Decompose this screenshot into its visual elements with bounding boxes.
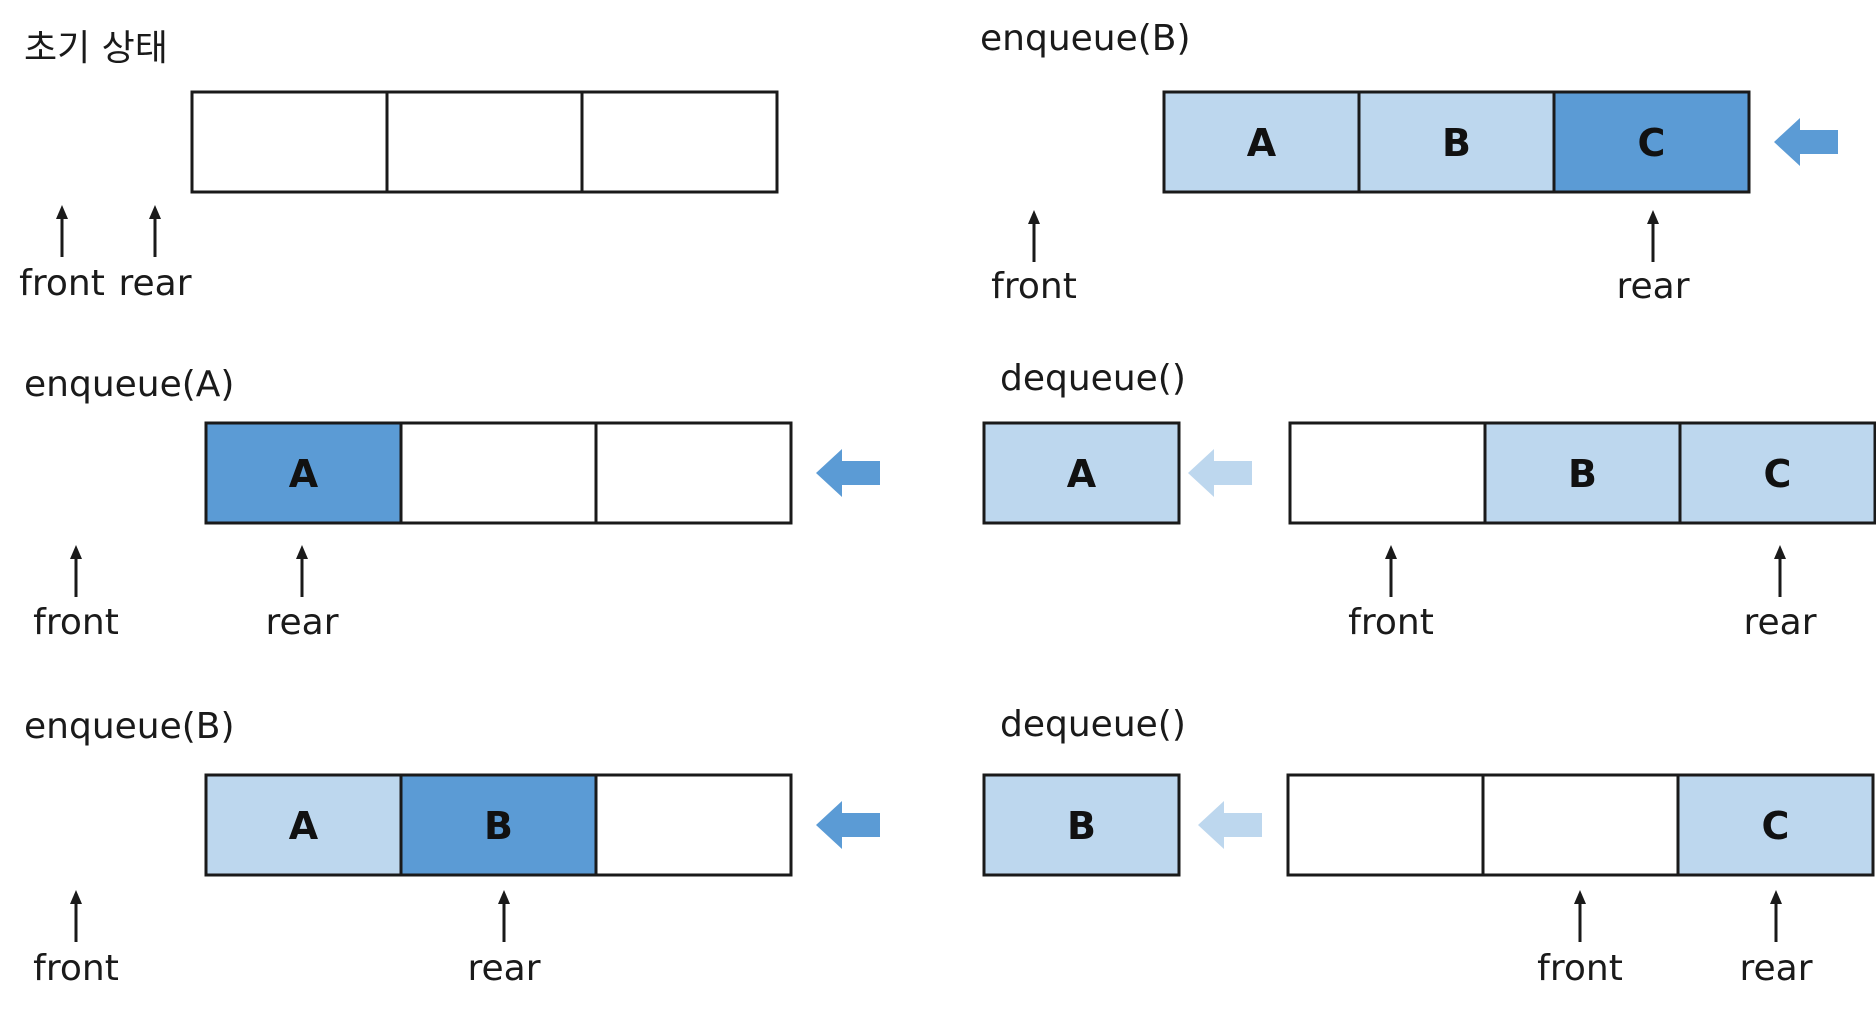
panel-initial-title: 초기 상태 xyxy=(24,28,168,69)
panel-enqueue-a-pointer-front-arrowhead xyxy=(70,545,82,559)
panel-dequeue-2-queue-cell-1 xyxy=(1481,773,1680,877)
panel-dequeue-2-queue-cell-2 xyxy=(1676,773,1875,877)
panel-initial-queue-cell-1 xyxy=(385,90,584,194)
panel-dequeue-2-removed-cell xyxy=(982,773,1181,877)
panel-enqueue-b-1-queue-cell-0-label: A xyxy=(289,804,319,848)
panel-dequeue-2-pointer-rear-arrowhead xyxy=(1770,890,1782,904)
panel-enqueue-b-2-title: enqueue(B) xyxy=(980,18,1191,59)
panel-enqueue-b-1-queue-cell-2 xyxy=(594,773,793,877)
panel-dequeue-2-pointer-front-arrowhead xyxy=(1574,890,1586,904)
panel-enqueue-a-pointer-front-label: front xyxy=(33,602,119,643)
panel-enqueue-b-2-queue-cell-1 xyxy=(1357,90,1556,194)
panel-enqueue-b-1-pointer-front-arrowhead xyxy=(70,890,82,904)
panel-dequeue-2-queue-cell-0 xyxy=(1286,773,1485,877)
panel-dequeue-1-removed-cell xyxy=(982,421,1181,525)
panel-dequeue-1-removed-cell-label: A xyxy=(1067,452,1097,496)
panel-dequeue-2-title: dequeue() xyxy=(1000,704,1186,745)
panel-enqueue-a-queue-cell-1 xyxy=(399,421,598,525)
panel-dequeue-1-queue-cell-0 xyxy=(1288,421,1487,525)
panel-enqueue-b-2-queue-cell-0-label: A xyxy=(1247,121,1277,165)
panel-enqueue-a-queue-cell-2 xyxy=(594,421,793,525)
panel-enqueue-b-1-title: enqueue(B) xyxy=(24,706,235,747)
panel-dequeue-1-dequeue-arrow xyxy=(1188,449,1252,497)
panel-dequeue-1-queue-cell-1 xyxy=(1483,421,1682,525)
panel-enqueue-b-2-pointer-front-label: front xyxy=(991,266,1077,307)
panel-dequeue-2-dequeue-arrow xyxy=(1198,801,1262,849)
panel-initial-pointer-rear-arrowhead xyxy=(149,205,161,219)
panel-initial-pointer-rear-label: rear xyxy=(118,263,191,304)
panel-enqueue-b-2-queue-cell-2-label: C xyxy=(1638,121,1666,165)
panel-enqueue-b-1-queue-cell-1 xyxy=(399,773,598,877)
panel-dequeue-1-pointer-rear-arrowhead xyxy=(1774,545,1786,559)
panel-dequeue-1-queue-cell-2-label: C xyxy=(1764,452,1792,496)
panel-enqueue-b-2-queue-cell-1-label: B xyxy=(1442,121,1471,165)
panel-enqueue-a-pointer-rear-arrowhead xyxy=(296,545,308,559)
panel-enqueue-b-2-enqueue-arrow xyxy=(1774,118,1838,166)
panel-initial-queue-cell-2 xyxy=(580,90,779,194)
panel-enqueue-b-2-pointer-front-arrowhead xyxy=(1028,210,1040,224)
panel-dequeue-2-pointer-rear-label: rear xyxy=(1739,948,1812,989)
panel-dequeue-1-queue-cell-2 xyxy=(1678,421,1876,525)
panel-enqueue-b-1-queue-cell-1-label: B xyxy=(484,804,513,848)
panel-enqueue-a-pointer-rear-label: rear xyxy=(265,602,338,643)
panel-dequeue-1-pointer-rear-label: rear xyxy=(1743,602,1816,643)
panel-enqueue-b-2-pointer-rear-arrowhead xyxy=(1647,210,1659,224)
panel-enqueue-b-1-enqueue-arrow xyxy=(816,801,880,849)
panel-dequeue-2-removed-cell-label: B xyxy=(1067,804,1096,848)
panel-dequeue-1-queue-cell-1-label: B xyxy=(1568,452,1597,496)
panel-dequeue-1-pointer-front-arrowhead xyxy=(1385,545,1397,559)
panel-dequeue-1-title: dequeue() xyxy=(1000,358,1186,399)
panel-enqueue-b-2-pointer-rear-label: rear xyxy=(1616,266,1689,307)
panel-initial-pointer-front-arrowhead xyxy=(56,205,68,219)
panel-initial-queue-cell-0 xyxy=(190,90,389,194)
panel-enqueue-b-1-pointer-front-label: front xyxy=(33,948,119,989)
panel-enqueue-b-1-pointer-rear-arrowhead xyxy=(498,890,510,904)
panel-initial-pointer-front-label: front xyxy=(19,263,105,304)
panel-enqueue-b-1-queue-cell-0 xyxy=(204,773,403,877)
panel-enqueue-a-title: enqueue(A) xyxy=(24,364,234,405)
panel-dequeue-2-pointer-front-label: front xyxy=(1537,948,1623,989)
panel-enqueue-b-1-pointer-rear-label: rear xyxy=(467,948,540,989)
panel-enqueue-a-enqueue-arrow xyxy=(816,449,880,497)
panel-dequeue-2-queue-cell-2-label: C xyxy=(1762,804,1790,848)
panel-dequeue-1-pointer-front-label: front xyxy=(1348,602,1434,643)
panel-enqueue-b-2-queue-cell-2 xyxy=(1552,90,1751,194)
panel-enqueue-b-2-queue-cell-0 xyxy=(1162,90,1361,194)
panel-enqueue-a-queue-cell-0-label: A xyxy=(289,452,319,496)
